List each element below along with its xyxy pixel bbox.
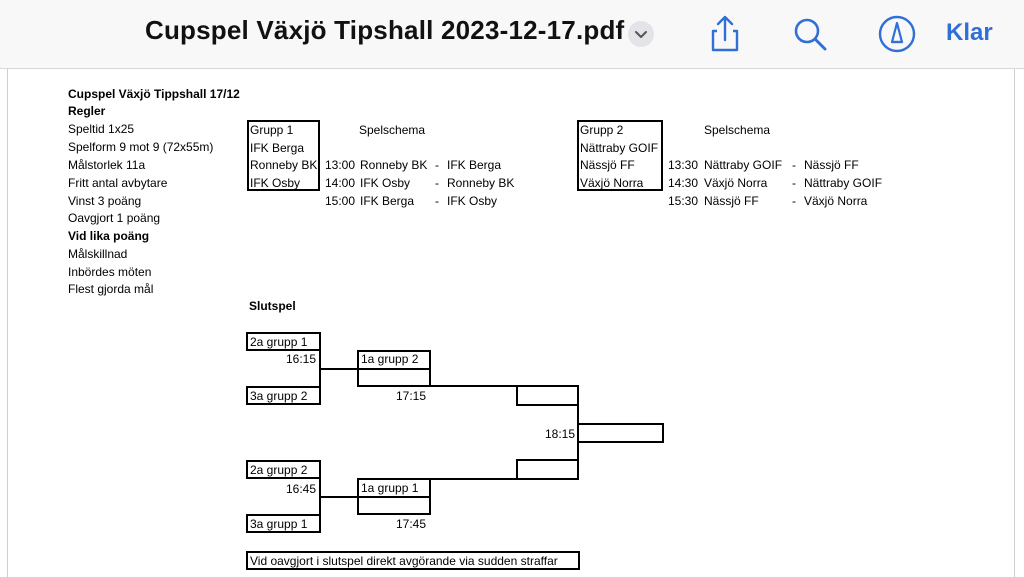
match-away: Nättraby GOIF bbox=[804, 176, 883, 190]
rule-item: Målstorlek 11a bbox=[68, 158, 146, 172]
bracket-line bbox=[429, 368, 431, 387]
bracket-team: 1a grupp 1 bbox=[361, 481, 419, 495]
match-sep: - bbox=[435, 158, 439, 172]
markup-button[interactable] bbox=[877, 14, 917, 54]
playoff-title: Slutspel bbox=[249, 299, 296, 313]
bracket-slot bbox=[516, 459, 579, 480]
match-home: Ronneby BK bbox=[360, 158, 428, 172]
bracket-slot bbox=[516, 385, 579, 406]
final-time: 18:15 bbox=[545, 427, 576, 441]
group2-box bbox=[577, 120, 663, 191]
group2-team: Växjö Norra bbox=[580, 176, 644, 190]
match-time: 14:30 bbox=[668, 176, 699, 190]
bracket-time: 17:45 bbox=[396, 517, 427, 531]
match-time: 14:00 bbox=[325, 176, 356, 190]
toolbar: Cupspel Växjö Tipshall 2023-12-17.pdf Kl… bbox=[0, 0, 1024, 69]
bracket-line bbox=[319, 496, 358, 498]
match-time: 13:00 bbox=[325, 158, 356, 172]
group2-team: Nättraby GOIF bbox=[580, 141, 659, 155]
match-time: 13:30 bbox=[668, 158, 699, 172]
playoff-note: Vid oavgjort i slutspel direkt avgörande… bbox=[250, 554, 558, 568]
group2-team: Nässjö FF bbox=[580, 158, 635, 172]
search-icon bbox=[794, 18, 827, 51]
match-time: 15:30 bbox=[668, 194, 699, 208]
bracket-line bbox=[429, 385, 517, 387]
bracket-time: 17:15 bbox=[396, 389, 427, 403]
match-sep: - bbox=[792, 158, 796, 172]
match-sep: - bbox=[435, 194, 439, 208]
match-away: Ronneby BK bbox=[447, 176, 515, 190]
group1-team: IFK Berga bbox=[250, 141, 305, 155]
group1-schedule-title: Spelschema bbox=[359, 123, 426, 137]
doc-heading: Cupspel Växjö Tippshall 17/12 bbox=[68, 87, 240, 101]
bracket-team: 3a grupp 2 bbox=[250, 389, 308, 403]
page-left-edge bbox=[7, 69, 8, 577]
bracket-time: 16:45 bbox=[286, 482, 317, 496]
group2-name: Grupp 2 bbox=[580, 123, 624, 137]
group1-team: IFK Osby bbox=[250, 176, 301, 190]
match-sep: - bbox=[792, 176, 796, 190]
bracket-team: 2a grupp 2 bbox=[250, 463, 308, 477]
match-away: IFK Berga bbox=[447, 158, 502, 172]
bracket-line bbox=[429, 478, 517, 480]
bracket-team: 3a grupp 1 bbox=[250, 517, 308, 531]
group2-schedule-title: Spelschema bbox=[704, 123, 771, 137]
share-icon bbox=[711, 15, 739, 52]
tie-rule-item: Inbördes möten bbox=[68, 265, 152, 279]
match-home: Nättraby GOIF bbox=[704, 158, 783, 172]
playoff-note-box bbox=[246, 551, 580, 570]
chevron-down-icon bbox=[635, 31, 647, 38]
group1-name: Grupp 1 bbox=[250, 123, 294, 137]
bracket-time: 16:15 bbox=[286, 352, 317, 366]
match-home: IFK Osby bbox=[360, 176, 411, 190]
match-sep: - bbox=[792, 194, 796, 208]
tie-rule-item: Målskillnad bbox=[68, 247, 128, 261]
document-title[interactable]: Cupspel Växjö Tipshall 2023-12-17.pdf bbox=[145, 15, 625, 45]
match-home: Växjö Norra bbox=[704, 176, 768, 190]
bracket-line bbox=[319, 368, 358, 370]
rule-item: Fritt antal avbytare bbox=[68, 176, 168, 190]
search-button[interactable] bbox=[790, 14, 830, 54]
done-button[interactable]: Klar bbox=[946, 19, 993, 46]
group1-team: Ronneby BK bbox=[250, 158, 318, 172]
rule-item: Oavgjort 1 poäng bbox=[68, 211, 161, 225]
bracket-line bbox=[357, 368, 431, 370]
match-home: Nässjö FF bbox=[704, 194, 759, 208]
title-menu-button[interactable] bbox=[628, 21, 654, 47]
bracket-team: 2a grupp 1 bbox=[250, 335, 308, 349]
match-away: IFK Osby bbox=[447, 194, 498, 208]
match-away: Nässjö FF bbox=[804, 158, 859, 172]
rules-title: Regler bbox=[68, 104, 106, 118]
group1-box bbox=[247, 120, 320, 191]
bracket-team: 1a grupp 2 bbox=[361, 352, 419, 366]
share-button[interactable] bbox=[705, 14, 745, 54]
match-time: 15:00 bbox=[325, 194, 356, 208]
bracket-line bbox=[357, 496, 431, 498]
match-sep: - bbox=[435, 176, 439, 190]
markup-pen-icon bbox=[878, 15, 916, 53]
final-slot bbox=[577, 423, 664, 443]
rule-item: Vinst 3 poäng bbox=[68, 194, 142, 208]
tie-title: Vid lika poäng bbox=[68, 229, 150, 243]
page-right-edge bbox=[1014, 69, 1015, 577]
match-away: Växjö Norra bbox=[804, 194, 868, 208]
bracket-line bbox=[429, 478, 431, 497]
tie-rule-item: Flest gjorda mål bbox=[68, 282, 154, 296]
match-home: IFK Berga bbox=[360, 194, 415, 208]
rule-item: Spelform 9 mot 9 (72x55m) bbox=[68, 140, 214, 154]
rule-item: Speltid 1x25 bbox=[68, 122, 135, 136]
